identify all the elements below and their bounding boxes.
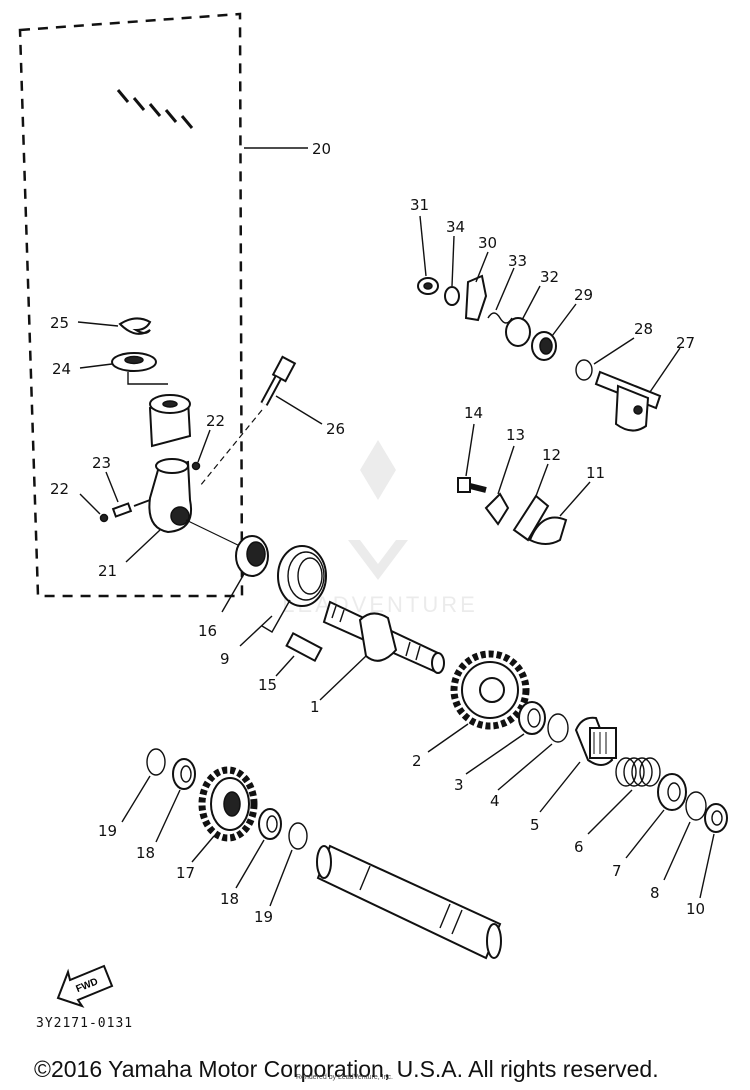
compression-spring-part xyxy=(615,757,661,787)
label-23: 23 xyxy=(92,454,111,472)
shaft-part xyxy=(316,844,502,960)
circlip-part xyxy=(575,359,593,381)
oil-seal-part xyxy=(235,535,269,577)
label-3: 3 xyxy=(454,776,464,794)
label-10: 10 xyxy=(686,900,705,918)
kick-boss-part xyxy=(133,458,192,534)
label-14: 14 xyxy=(464,404,483,422)
washer-part xyxy=(505,317,531,347)
label-8: 8 xyxy=(650,884,660,902)
ball-part xyxy=(99,513,109,523)
washer-part xyxy=(704,803,728,833)
washer-part xyxy=(657,773,687,811)
label-24: 24 xyxy=(52,360,71,378)
label-31: 31 xyxy=(410,196,429,214)
label-28: 28 xyxy=(634,320,653,338)
ratchet-guide-part xyxy=(464,274,488,322)
label-18: 18 xyxy=(220,890,239,908)
label-32: 32 xyxy=(540,268,559,286)
label-17: 17 xyxy=(176,864,195,882)
label-30: 30 xyxy=(478,234,497,252)
label-12: 12 xyxy=(542,446,561,464)
idle-gear-part xyxy=(198,766,258,842)
set-screw-part xyxy=(111,502,133,518)
kick-axle-part xyxy=(322,600,445,674)
washer-part xyxy=(172,758,196,790)
fwd-arrow-icon: FWD xyxy=(56,964,114,1008)
ball-part xyxy=(191,461,201,471)
label-21: 21 xyxy=(98,562,117,580)
torsion-spring-part xyxy=(261,545,327,633)
plate-part xyxy=(484,492,510,526)
label-22: 22 xyxy=(50,480,69,498)
ratchet-wheel-part xyxy=(574,716,617,766)
bolt-part xyxy=(457,477,487,493)
label-33: 33 xyxy=(508,252,527,270)
circlip-part xyxy=(685,791,707,821)
bolt-part xyxy=(260,355,297,406)
label-25: 25 xyxy=(50,314,69,332)
clip-part xyxy=(118,317,152,335)
washer-part xyxy=(444,286,460,306)
nut-part xyxy=(417,277,439,295)
kick-crank-part xyxy=(116,89,223,448)
label-4: 4 xyxy=(490,792,500,810)
washer-part xyxy=(518,701,546,735)
washer-part xyxy=(258,808,282,840)
catalog-code: 3Y2171-0131 xyxy=(36,1016,134,1031)
plate-part xyxy=(528,516,568,545)
rendered-by-text: Rendered by LeadVenture, Inc. xyxy=(296,1074,393,1081)
plate-part xyxy=(512,494,550,542)
label-26: 26 xyxy=(326,420,345,438)
pin-part xyxy=(285,631,323,663)
label-29: 29 xyxy=(574,286,593,304)
label-9: 9 xyxy=(220,650,230,668)
label-7: 7 xyxy=(612,862,622,880)
lever-shaft-part xyxy=(594,370,662,432)
collar-part xyxy=(531,331,557,361)
circlip-part xyxy=(547,713,569,743)
circlip-part xyxy=(146,748,166,776)
label-11: 11 xyxy=(586,464,605,482)
label-16: 16 xyxy=(198,622,217,640)
assembly-dashed-outline xyxy=(18,12,244,598)
label-27: 27 xyxy=(676,334,695,352)
spring-part xyxy=(487,312,513,324)
label-15: 15 xyxy=(258,676,277,694)
parts-diagram: LEADVENTURE 20 25 24 26 22 22 23 xyxy=(18,12,728,1008)
label-5: 5 xyxy=(530,816,540,834)
label-6: 6 xyxy=(574,838,584,856)
label-1: 1 xyxy=(310,698,320,716)
label-34: 34 xyxy=(446,218,465,236)
label-19: 19 xyxy=(98,822,117,840)
label-18: 18 xyxy=(136,844,155,862)
circlip-part xyxy=(288,822,308,850)
copyright-text: ©2016 Yamaha Motor Corporation, U.S.A. A… xyxy=(34,1056,659,1082)
label-20: 20 xyxy=(312,140,331,158)
kick-gear-part xyxy=(450,650,530,730)
label-13: 13 xyxy=(506,426,525,444)
label-22: 22 xyxy=(206,412,225,430)
label-19: 19 xyxy=(254,908,273,926)
label-2: 2 xyxy=(412,752,422,770)
